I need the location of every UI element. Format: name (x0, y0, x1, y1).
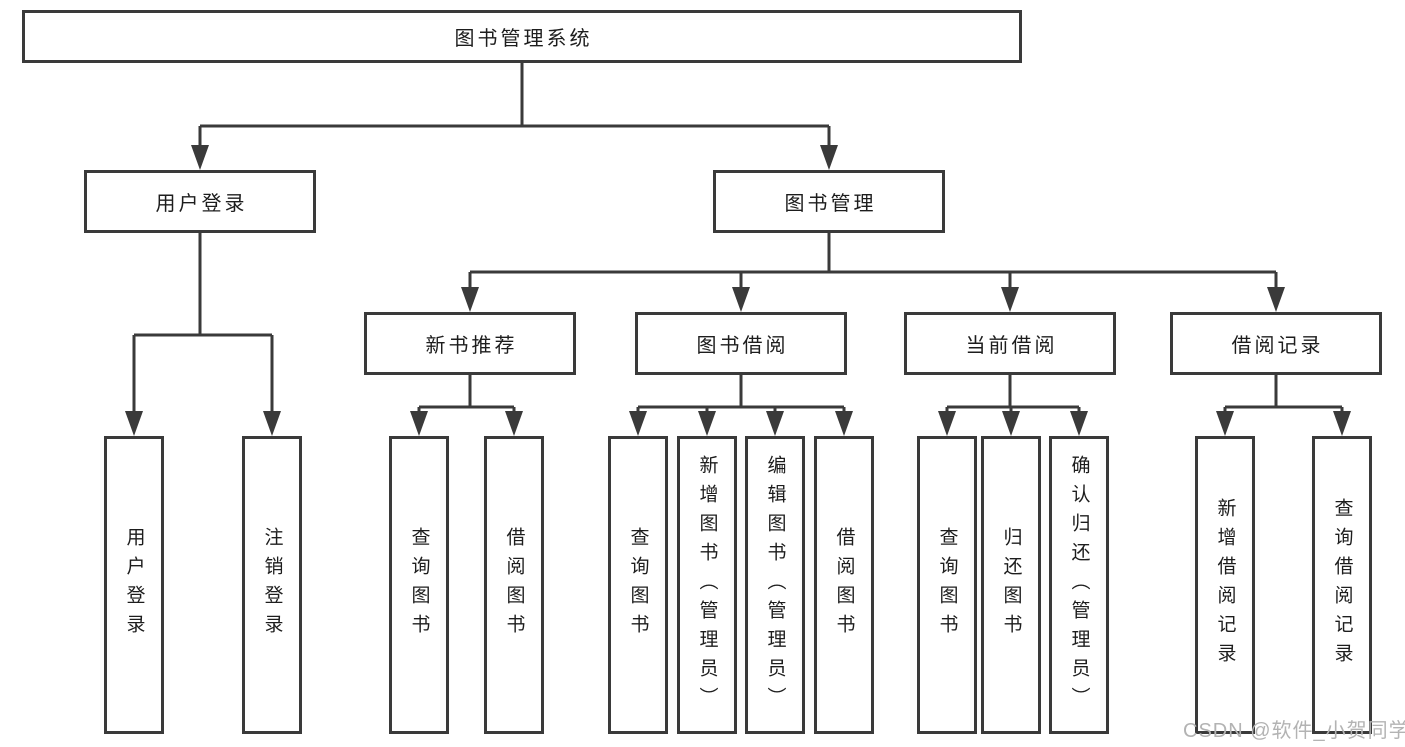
connector-book-mgmt-to-level3 (468, 233, 1278, 290)
leaf-edit-books-admin-label: 编辑图书（管理员） (764, 454, 786, 716)
arrowhead-down (263, 411, 281, 436)
leaf-query-books-1: 查询图书 (389, 436, 449, 734)
leaf-query-books-2-label: 查询图书 (627, 527, 649, 643)
leaf-borrow-books-2-label: 借阅图书 (833, 527, 855, 643)
node-book-management: 图书管理 (713, 170, 945, 233)
leaf-edit-books-admin: 编辑图书（管理员） (745, 436, 805, 734)
arrowhead-down (505, 411, 523, 436)
arrowhead-down (1216, 411, 1234, 436)
leaf-query-borrow-record-label: 查询借阅记录 (1331, 498, 1353, 672)
leaf-confirm-return-admin: 确认归还（管理员） (1049, 436, 1109, 734)
connector-book-borrow-to-leaves (636, 375, 846, 414)
arrowhead-down (629, 411, 647, 436)
leaf-add-borrow-record: 新增借阅记录 (1195, 436, 1255, 734)
node-book-borrowing-label: 图书借阅 (696, 335, 789, 357)
node-user-login: 用户登录 (84, 170, 316, 233)
arrowhead-down (125, 411, 143, 436)
node-borrowing-records-label: 借阅记录 (1231, 335, 1324, 357)
arrowhead-down (766, 411, 784, 436)
csdn-watermark: CSDN @软件_小贺同学 (1183, 720, 1405, 742)
leaf-borrow-books-1-label: 借阅图书 (503, 527, 525, 643)
leaf-return-books-label: 归还图书 (1000, 527, 1022, 643)
leaf-borrow-books-1: 借阅图书 (484, 436, 544, 734)
leaf-add-books-admin: 新增图书（管理员） (677, 436, 737, 734)
leaf-logout-label: 注销登录 (261, 527, 283, 643)
leaf-query-books-1-label: 查询图书 (408, 527, 430, 643)
connector-root-to-level2 (198, 63, 831, 149)
leaf-confirm-return-admin-label: 确认归还（管理员） (1068, 454, 1090, 716)
arrowhead-down (938, 411, 956, 436)
node-book-borrowing: 图书借阅 (635, 312, 847, 375)
leaf-user-login-label: 用户登录 (123, 527, 145, 643)
arrowhead-down (191, 145, 209, 170)
leaf-return-books: 归还图书 (981, 436, 1041, 734)
arrowhead-down (1002, 411, 1020, 436)
connector-new-book-rec-to-leaves (417, 375, 516, 414)
node-new-book-recommend-label: 新书推荐 (425, 335, 518, 357)
connector-user-login-to-leaves (132, 233, 274, 414)
node-borrowing-records: 借阅记录 (1170, 312, 1382, 375)
node-book-management-label: 图书管理 (784, 193, 877, 215)
node-new-book-recommend: 新书推荐 (364, 312, 576, 375)
arrowhead-down (461, 287, 479, 312)
arrowhead-down (1001, 287, 1019, 312)
arrowhead-down (1333, 411, 1351, 436)
leaf-add-books-admin-label: 新增图书（管理员） (696, 454, 718, 716)
connector-borrow-records-to-leaves (1223, 375, 1344, 414)
leaf-query-borrow-record: 查询借阅记录 (1312, 436, 1372, 734)
node-current-borrowing-label: 当前借阅 (965, 335, 1058, 357)
leaf-logout: 注销登录 (242, 436, 302, 734)
leaf-borrow-books-2: 借阅图书 (814, 436, 874, 734)
arrowhead-down (835, 411, 853, 436)
arrowhead-down (698, 411, 716, 436)
leaf-user-login: 用户登录 (104, 436, 164, 734)
node-library-system-label: 图书管理系统 (454, 28, 593, 50)
arrowhead-down (732, 287, 750, 312)
arrowhead-down (1267, 287, 1285, 312)
node-user-login-label: 用户登录 (155, 193, 248, 215)
node-library-system: 图书管理系统 (22, 10, 1022, 63)
arrowhead-down (410, 411, 428, 436)
leaf-query-books-3-label: 查询图书 (936, 527, 958, 643)
node-current-borrowing: 当前借阅 (904, 312, 1116, 375)
leaf-query-books-3: 查询图书 (917, 436, 977, 734)
arrowhead-down (820, 145, 838, 170)
arrowhead-down (1070, 411, 1088, 436)
connector-lines (132, 63, 1344, 414)
arrowheads (125, 145, 1351, 436)
leaf-query-books-2: 查询图书 (608, 436, 668, 734)
connector-current-borrow-to-leaves (945, 375, 1081, 414)
leaf-add-borrow-record-label: 新增借阅记录 (1214, 498, 1236, 672)
